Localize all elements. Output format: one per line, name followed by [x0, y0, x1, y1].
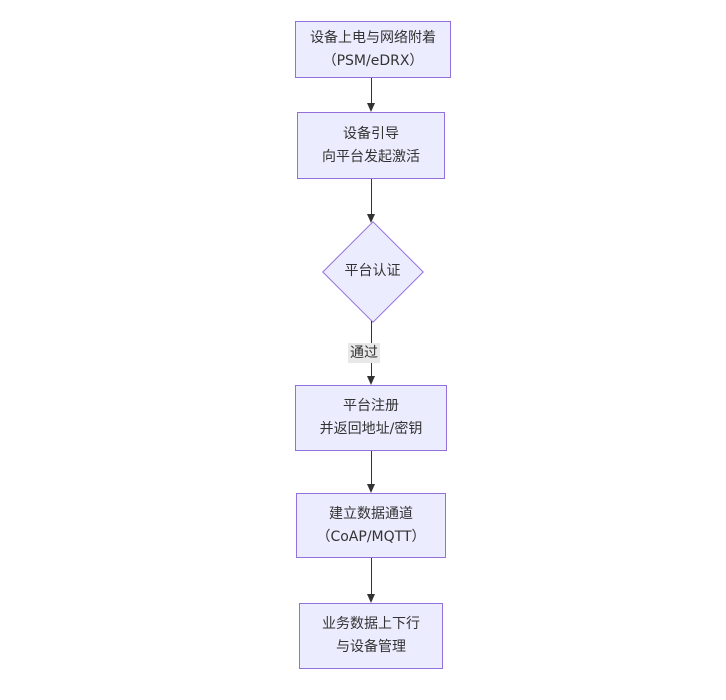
- node-platform-auth-decision: 平台认证: [344, 263, 401, 279]
- edge-line: [371, 179, 372, 216]
- node-text-line: （CoAP/MQTT）: [316, 528, 426, 545]
- flow-arrow-a-b: [367, 78, 376, 112]
- node-text-line: 设备引导: [343, 125, 399, 142]
- node-text-line: 并返回地址/密钥: [319, 421, 423, 437]
- arrowhead-icon: [367, 376, 375, 385]
- node-text-line: 建立数据通道: [329, 505, 413, 522]
- flow-arrow-b-c: [367, 179, 376, 223]
- node-text-line: （PSM/eDRX）: [322, 52, 424, 69]
- arrowhead-icon: [367, 214, 375, 223]
- flow-arrow-d-e: [367, 451, 376, 493]
- node-power-network-attach: 设备上电与网络附着 （PSM/eDRX）: [295, 21, 451, 78]
- node-platform-register: 平台注册 并返回地址/密钥: [295, 385, 447, 451]
- node-text-line: 设备上电与网络附着: [310, 29, 436, 46]
- arrowhead-icon: [367, 103, 375, 112]
- node-device-bootstrap: 设备引导 向平台发起激活: [297, 112, 445, 179]
- node-text-line: 业务数据上下行: [322, 616, 420, 632]
- edge-label-pass: 通过: [348, 343, 380, 363]
- arrowhead-icon: [367, 594, 375, 603]
- node-data-channel: 建立数据通道 （CoAP/MQTT）: [296, 493, 446, 558]
- edge-line: [371, 451, 372, 486]
- edge-line: [371, 78, 372, 105]
- node-text-line: 向平台发起激活: [322, 148, 420, 165]
- arrowhead-icon: [367, 484, 375, 493]
- node-text-line: 平台注册: [343, 398, 399, 414]
- node-text-line: 与设备管理: [336, 639, 406, 655]
- edge-line: [371, 558, 372, 596]
- flow-arrow-e-f: [367, 558, 376, 603]
- node-business-data-mgmt: 业务数据上下行 与设备管理: [299, 603, 443, 669]
